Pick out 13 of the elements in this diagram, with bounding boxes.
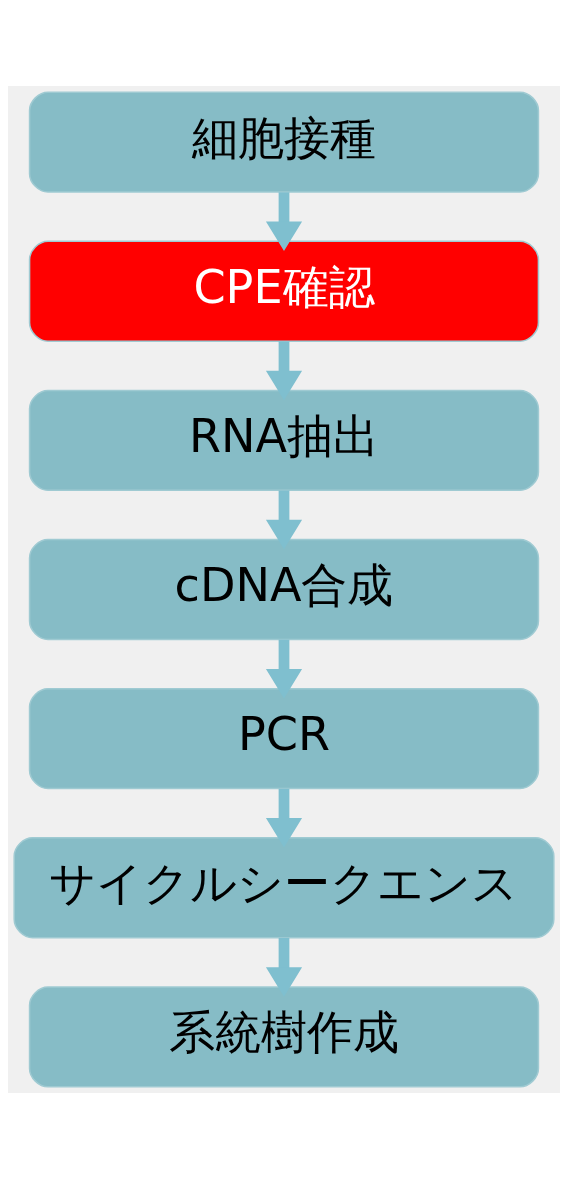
node-box: PCR <box>28 687 540 789</box>
arrow <box>265 639 303 698</box>
node-box: 細胞接種 <box>28 90 540 193</box>
arrow <box>265 788 303 848</box>
arrow <box>265 490 303 549</box>
arrow <box>265 937 303 997</box>
arrow <box>265 340 303 400</box>
node-box: CPE確認 <box>28 240 540 342</box>
arrow <box>265 191 303 251</box>
node-box: 系統樹作成 <box>28 985 540 1088</box>
node-box: RNA抽出 <box>28 389 540 491</box>
node-box: サイクルシークエンス <box>13 836 555 938</box>
node-box: cDNA合成 <box>28 538 540 640</box>
